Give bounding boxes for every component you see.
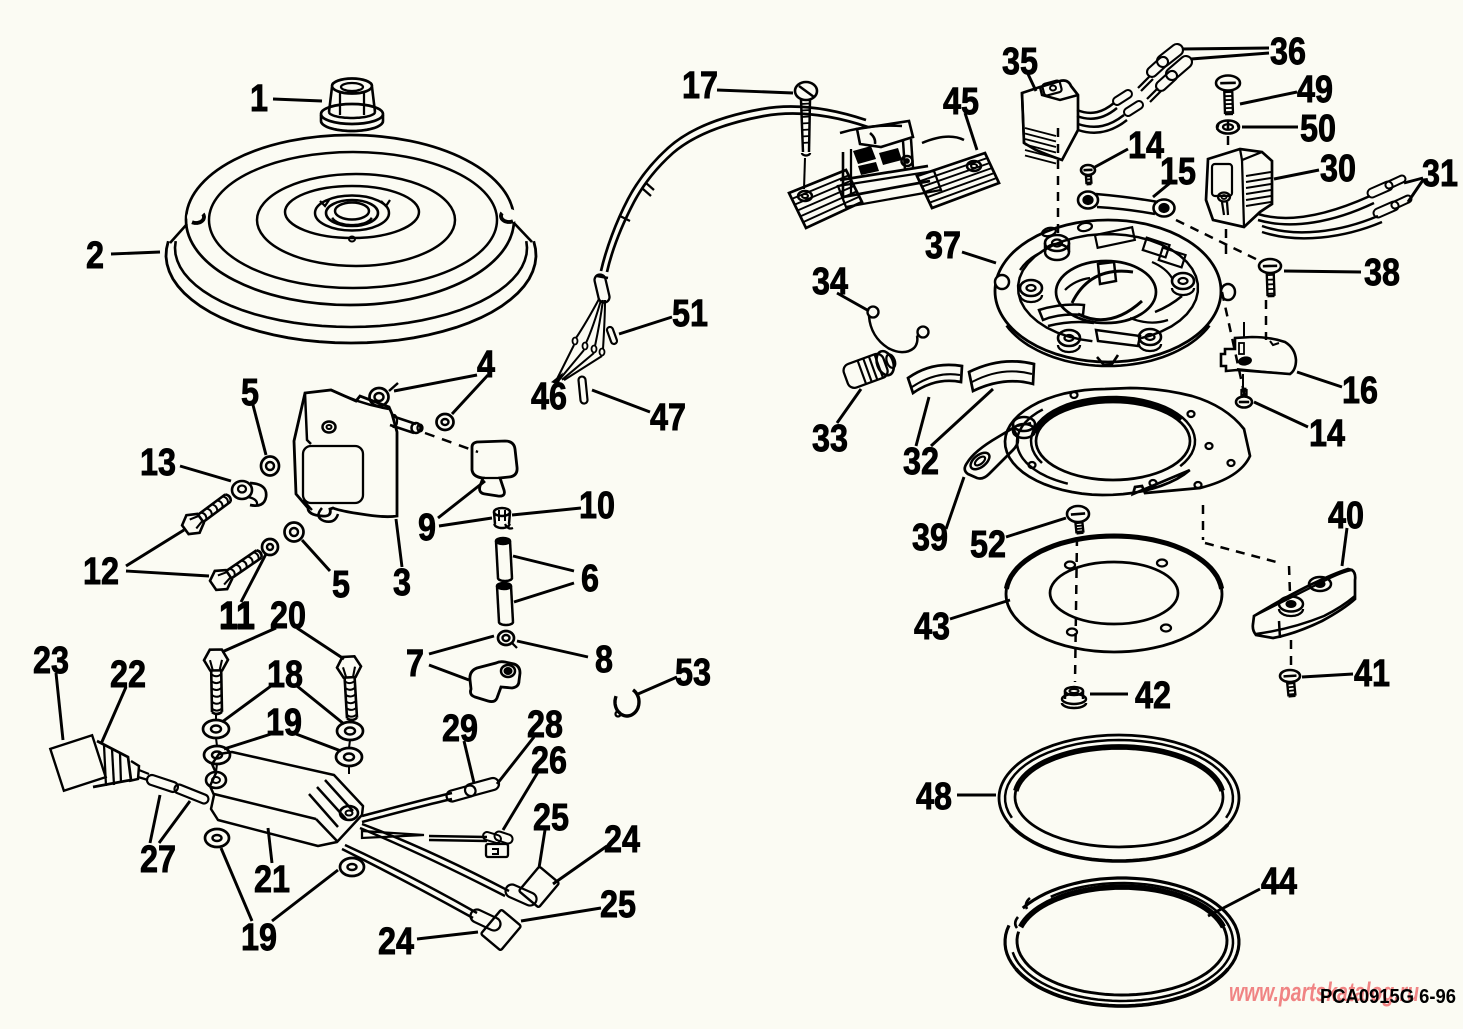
svg-text:30: 30	[1320, 148, 1356, 190]
svg-text:6: 6	[581, 558, 599, 600]
svg-text:11: 11	[219, 595, 255, 637]
svg-text:22: 22	[110, 654, 146, 696]
svg-text:33: 33	[812, 418, 848, 460]
svg-text:8: 8	[595, 639, 613, 681]
svg-text:9: 9	[418, 507, 436, 549]
svg-text:10: 10	[579, 485, 615, 527]
svg-text:24: 24	[378, 921, 414, 963]
svg-text:41: 41	[1354, 653, 1390, 695]
svg-text:45: 45	[943, 81, 979, 123]
svg-text:43: 43	[914, 606, 950, 648]
svg-text:24: 24	[604, 819, 640, 861]
svg-text:25: 25	[533, 797, 569, 839]
svg-text:12: 12	[83, 551, 119, 593]
svg-text:35: 35	[1002, 41, 1038, 83]
svg-text:25: 25	[600, 884, 636, 926]
svg-text:PCA0915G 6-96: PCA0915G 6-96	[1320, 986, 1456, 1008]
svg-text:19: 19	[241, 917, 277, 959]
svg-text:23: 23	[33, 640, 69, 682]
svg-text:31: 31	[1422, 153, 1458, 195]
svg-text:14: 14	[1128, 125, 1164, 167]
svg-text:2: 2	[86, 235, 104, 277]
svg-text:3: 3	[393, 562, 411, 604]
svg-text:37: 37	[925, 225, 961, 267]
svg-text:36: 36	[1270, 31, 1306, 73]
svg-text:38: 38	[1364, 252, 1400, 294]
svg-text:49: 49	[1297, 69, 1333, 111]
svg-text:46: 46	[531, 376, 567, 418]
svg-text:44: 44	[1261, 861, 1297, 903]
svg-text:51: 51	[672, 293, 708, 335]
svg-text:5: 5	[332, 564, 350, 606]
svg-text:48: 48	[916, 776, 952, 818]
svg-text:50: 50	[1300, 108, 1336, 150]
svg-text:14: 14	[1309, 413, 1345, 455]
svg-text:4: 4	[477, 344, 495, 386]
svg-text:5: 5	[241, 372, 259, 414]
svg-text:7: 7	[406, 643, 424, 685]
svg-text:18: 18	[267, 654, 303, 696]
svg-text:16: 16	[1342, 370, 1378, 412]
svg-text:53: 53	[675, 652, 711, 694]
svg-text:32: 32	[903, 441, 939, 483]
svg-text:47: 47	[650, 397, 686, 439]
svg-text:19: 19	[266, 702, 302, 744]
svg-text:42: 42	[1135, 675, 1171, 717]
svg-text:29: 29	[442, 708, 478, 750]
svg-text:13: 13	[140, 442, 176, 484]
svg-text:21: 21	[254, 859, 290, 901]
svg-text:39: 39	[912, 517, 948, 559]
svg-text:27: 27	[140, 839, 176, 881]
svg-text:52: 52	[970, 524, 1006, 566]
svg-text:17: 17	[682, 65, 718, 107]
svg-text:1: 1	[250, 78, 268, 120]
